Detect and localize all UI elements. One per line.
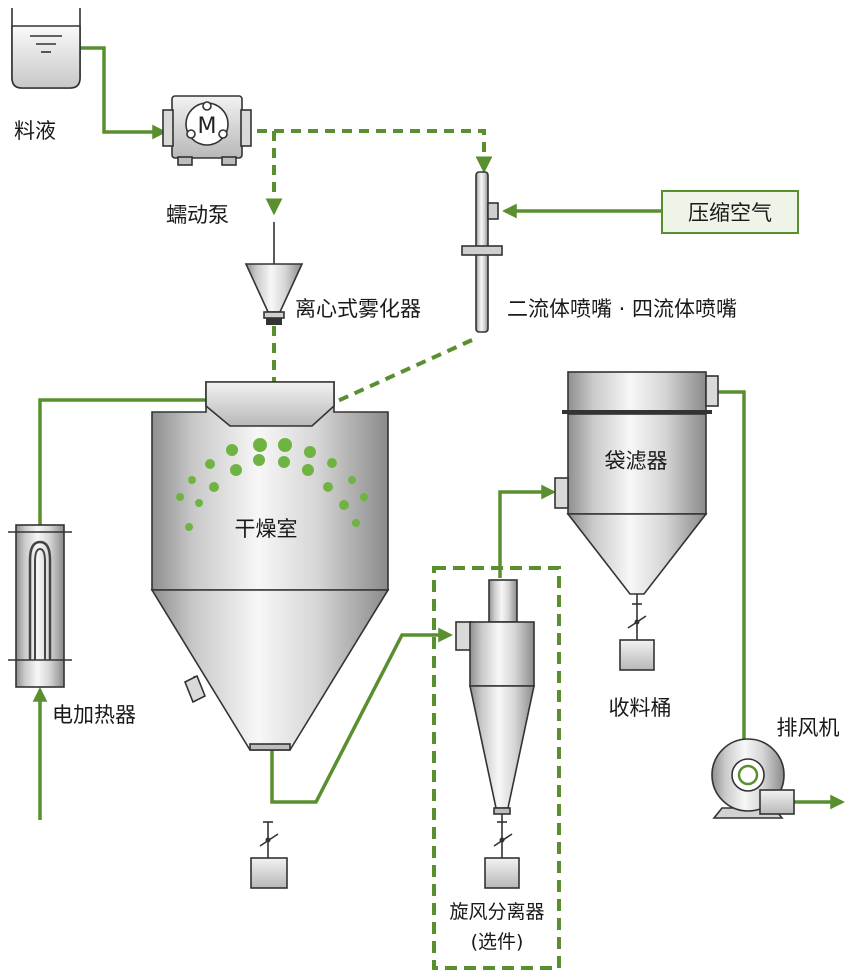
- pump-motor-symbol: M: [198, 114, 217, 139]
- feed-tank: [11, 8, 81, 89]
- process-pipes: [32, 46, 845, 820]
- label-compressed-air: 压缩空气: [688, 201, 772, 225]
- label-exhaust-fan: 排风机: [777, 716, 840, 740]
- spray-droplets: [176, 438, 368, 531]
- label-centrifugal-atomizer: 离心式雾化器: [295, 297, 421, 321]
- label-collection-bucket: 收料桶: [609, 696, 672, 720]
- label-bag-filter: 袋滤器: [605, 449, 668, 473]
- label-electric-heater: 电加热器: [52, 703, 136, 727]
- bag-filter: [554, 371, 719, 671]
- label-cyclone: 旋风分离器: [449, 901, 544, 923]
- electric-heater: [8, 524, 72, 688]
- two-fluid-nozzle: [461, 171, 503, 333]
- chamber-discharge-valve: [259, 821, 279, 858]
- label-cyclone-optional: (选件): [471, 931, 524, 953]
- label-drying-chamber: 干燥室: [235, 517, 298, 541]
- peristaltic-pump: M: [162, 95, 252, 166]
- cyclone-separator: [455, 579, 535, 889]
- exhaust-fan: [711, 738, 795, 819]
- compressed-air-box: [661, 190, 799, 234]
- centrifugal-atomizer: [244, 222, 304, 325]
- cyclone-optional-frame: [432, 566, 561, 970]
- label-nozzles: 二流体喷嘴 · 四流体喷嘴: [507, 297, 737, 321]
- drying-chamber: [150, 381, 390, 751]
- label-peristaltic-pump: 蠕动泵: [166, 203, 229, 227]
- chamber-collection-bucket: [250, 857, 288, 889]
- label-feed-liquid: 料液: [14, 119, 56, 143]
